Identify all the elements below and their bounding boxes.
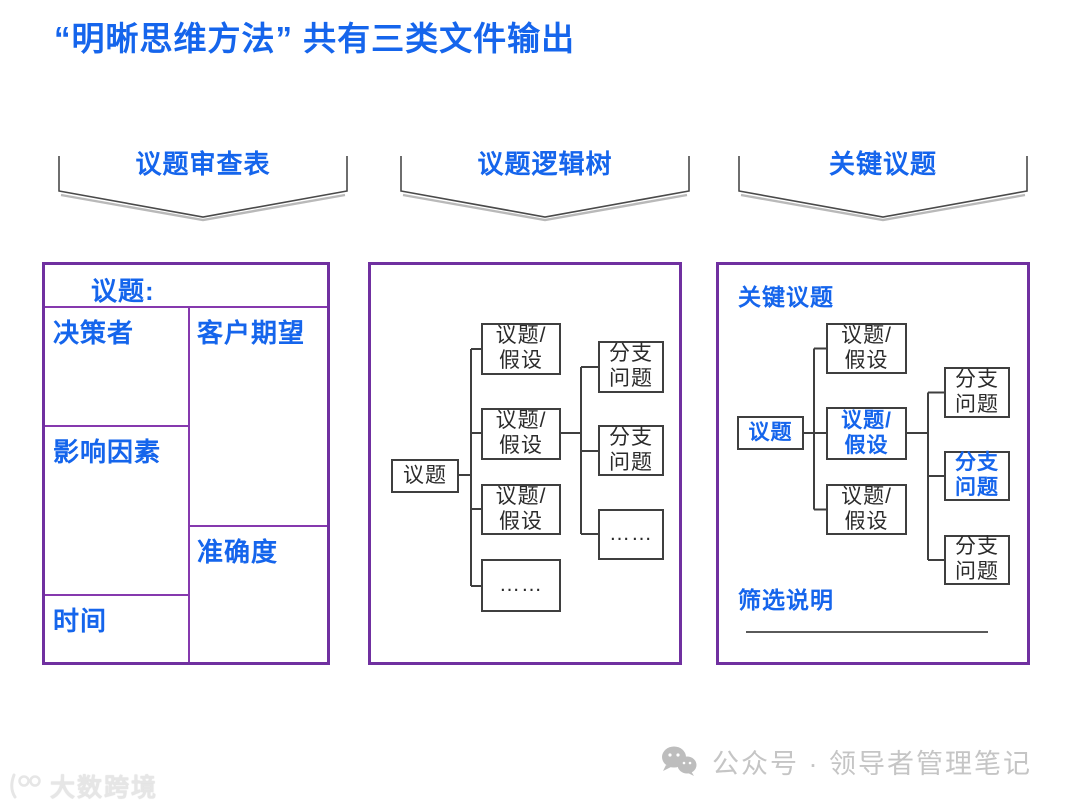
page-title: “明晰思维方法” 共有三类文件输出 bbox=[54, 20, 576, 57]
tree-root-node: 议题 bbox=[391, 459, 459, 493]
banner-label: 议题审查表 bbox=[135, 149, 271, 179]
tree-connectors bbox=[459, 348, 598, 587]
divider bbox=[45, 306, 327, 308]
watermark-text: 大数跨境 bbox=[50, 774, 159, 802]
chevron-shape bbox=[738, 156, 1028, 222]
tree-connectors bbox=[804, 347, 944, 561]
cell-time: 时间 bbox=[53, 606, 108, 636]
watermark-dashu-crossborder: 大数跨境 bbox=[8, 768, 158, 804]
tree-node-branch-question: 分支 问题 bbox=[944, 535, 1010, 585]
tree-node-issue-hypothesis: 议题/ 假设 bbox=[826, 323, 907, 374]
banner-key-issues: 关键议题 bbox=[738, 140, 1028, 225]
divider bbox=[45, 594, 188, 596]
cell-customer-expectation: 客户期望 bbox=[197, 318, 306, 348]
banner-logic-tree: 议题逻辑树 bbox=[400, 140, 690, 225]
divider bbox=[45, 425, 188, 427]
tree-node-branch-question: 分支 问题 bbox=[598, 341, 664, 393]
tree-node-issue-hypothesis: 议题/ 假设 bbox=[481, 484, 561, 535]
tree-node-ellipsis: …… bbox=[598, 509, 664, 560]
divider bbox=[188, 306, 190, 662]
tree-node-issue-hypothesis-highlighted: 议题/ 假设 bbox=[826, 407, 907, 460]
cell-decision-maker: 决策者 bbox=[53, 318, 135, 348]
banner-label: 议题逻辑树 bbox=[477, 149, 613, 179]
key-issues-panel: 关键议题 议题 议题/ 假设 议题/ 假设 议题/ 假设 分支 问题 分支 问题… bbox=[716, 262, 1030, 665]
key-issues-label: 关键议题 bbox=[738, 284, 834, 310]
wechat-icon bbox=[662, 746, 697, 776]
divider bbox=[188, 525, 327, 527]
tree-node-branch-question: 分支 问题 bbox=[598, 425, 664, 476]
watermark-text: 公众号 · 领导者管理笔记 bbox=[712, 749, 1032, 779]
cell-accuracy: 准确度 bbox=[197, 537, 279, 567]
tree-node-issue-hypothesis: 议题/ 假设 bbox=[481, 408, 561, 460]
note-underline bbox=[746, 631, 988, 633]
tree-node-branch-question-highlighted: 分支 问题 bbox=[944, 451, 1010, 501]
tree-root-node: 议题 bbox=[737, 416, 804, 450]
filter-note-label: 筛选说明 bbox=[738, 587, 834, 613]
cell-influencing-factors: 影响因素 bbox=[53, 437, 162, 467]
tree-node-issue-hypothesis: 议题/ 假设 bbox=[481, 323, 561, 375]
issue-logic-tree: 议题 议题/ 假设 议题/ 假设 议题/ 假设 …… 分支 问题 分支 问题 …… bbox=[368, 262, 682, 665]
tree-node-issue-hypothesis: 议题/ 假设 bbox=[826, 484, 907, 535]
watermark-official-account: 公众号 · 领导者管理笔记 bbox=[658, 742, 1032, 781]
issue-review-table: 议题: 决策者 客户期望 影响因素 准确度 时间 bbox=[42, 262, 330, 665]
tree-node-branch-question: 分支 问题 bbox=[944, 367, 1010, 418]
chevron-shape bbox=[400, 156, 690, 222]
banner-issue-review: 议题审查表 bbox=[58, 140, 348, 225]
dashu-logo-icon bbox=[10, 773, 41, 799]
tree-node-ellipsis: …… bbox=[481, 559, 561, 612]
table-header-issue: 议题: bbox=[91, 276, 155, 306]
banner-label: 关键议题 bbox=[828, 149, 937, 179]
chevron-shape bbox=[58, 156, 348, 222]
